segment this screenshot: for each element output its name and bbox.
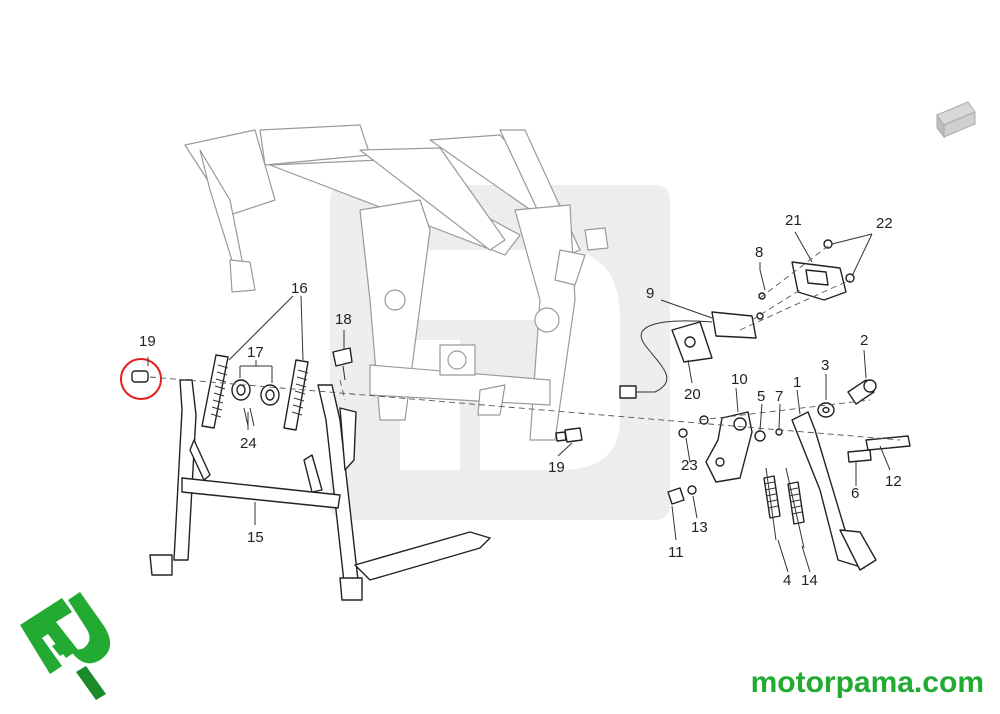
callout-8: 8 <box>755 244 763 261</box>
callout-14: 14 <box>801 572 818 589</box>
callouts: 19 16 17 24 18 15 19 9 20 21 22 8 10 5 7… <box>139 212 902 589</box>
assembly-lines <box>149 245 901 441</box>
frame-outline <box>184 124 609 441</box>
callout-23: 23 <box>681 457 698 474</box>
website-url: motorpama.com <box>750 666 984 699</box>
callout-19-left: 19 <box>139 333 156 350</box>
orientation-arrow-icon <box>936 101 976 139</box>
pins <box>243 407 255 427</box>
callout-24: 24 <box>240 435 257 452</box>
bolt-19-right <box>555 427 583 443</box>
connector <box>756 239 855 320</box>
callout-22: 22 <box>876 215 893 232</box>
callout-21: 21 <box>785 212 802 229</box>
highlight-circle <box>120 358 162 400</box>
callout-4: 4 <box>783 572 791 589</box>
callout-17: 17 <box>247 344 264 361</box>
callout-9: 9 <box>646 285 654 302</box>
callout-5: 5 <box>757 388 765 405</box>
callout-19-right: 19 <box>548 459 565 476</box>
center-stand-springs <box>201 354 309 431</box>
collars <box>231 379 280 406</box>
callout-18: 18 <box>335 311 352 328</box>
fasteners <box>667 379 911 505</box>
callout-11: 11 <box>668 544 684 561</box>
callout-12: 12 <box>885 473 902 490</box>
callout-3: 3 <box>821 357 829 374</box>
callout-15: 15 <box>247 529 264 546</box>
leader-lines <box>147 231 891 573</box>
mp-logo <box>20 592 111 700</box>
side-stand-springs <box>763 467 805 549</box>
callout-1: 1 <box>793 374 801 391</box>
center-stand <box>149 379 491 601</box>
bolt-19-left <box>120 358 162 400</box>
side-stand-switch <box>619 311 757 399</box>
callout-7: 7 <box>775 388 783 405</box>
callout-16: 16 <box>291 280 308 297</box>
callout-13: 13 <box>691 519 708 536</box>
bracket <box>705 411 753 483</box>
callout-2: 2 <box>860 332 868 349</box>
callout-6: 6 <box>851 485 859 502</box>
callout-10: 10 <box>731 371 748 388</box>
side-stand <box>791 411 877 571</box>
callout-20: 20 <box>684 386 701 403</box>
